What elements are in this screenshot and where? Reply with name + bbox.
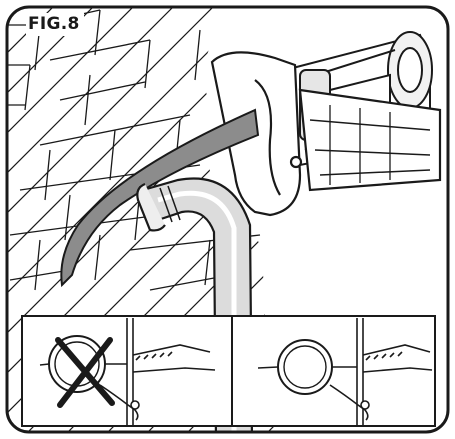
inset-incorrect	[39, 318, 216, 426]
saw-blade	[60, 108, 260, 288]
x-mark-icon	[55, 337, 115, 408]
figure-label: FIG.8	[26, 13, 84, 36]
inset-correct	[257, 318, 433, 426]
